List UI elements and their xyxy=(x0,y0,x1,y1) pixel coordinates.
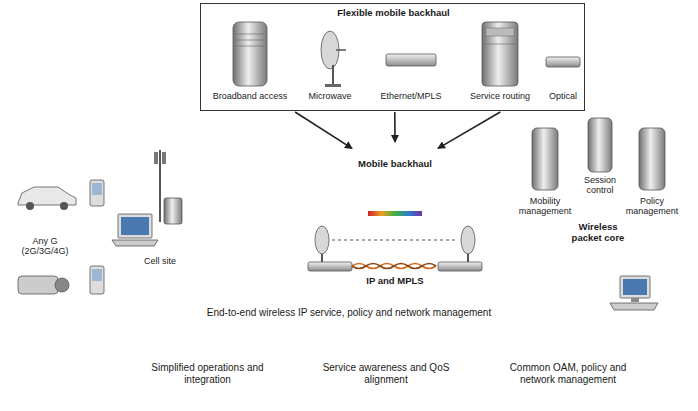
label-slot: Policy management xyxy=(621,196,683,217)
label-slot: Session control xyxy=(575,175,625,196)
icon-label: Optical xyxy=(543,91,583,101)
text-slot: Simplified operations and integration xyxy=(130,362,285,385)
icon-label: Session control xyxy=(575,175,625,196)
node-title: Mobile backhaul xyxy=(325,159,465,170)
arrow-connector xyxy=(295,112,352,148)
label-slot: Service routing xyxy=(460,91,540,101)
double-arrow-band: End-to-end wireless IP service, policy a… xyxy=(0,296,698,330)
microwave-dish xyxy=(321,31,346,87)
icon-label: Broadband access xyxy=(205,91,295,101)
node-title: Simplified operations and integration xyxy=(130,362,285,385)
label-slot: Broadband access xyxy=(205,91,295,101)
benefit-box: Service awareness and QoS alignment xyxy=(300,340,472,406)
arrow-connector xyxy=(394,112,396,142)
text-slot: Service awareness and QoS alignment xyxy=(310,362,462,385)
icon-label: Any G (2G/3G/4G) xyxy=(14,236,76,257)
cell-site-tower xyxy=(154,150,182,224)
icon-label: Microwave xyxy=(295,91,365,101)
ethernet-switch xyxy=(386,54,436,66)
node-title: Wireless packet core xyxy=(563,222,633,244)
label-slot: Any G (2G/3G/4G) xyxy=(14,236,76,257)
text-slot: Common OAM, policy and network managemen… xyxy=(492,362,644,385)
network-cloud: Mobile backhaul IP and MPLS xyxy=(285,143,505,303)
arrow-connector xyxy=(438,112,500,148)
icon-label: Service routing xyxy=(460,91,540,101)
label-slot: Cell site xyxy=(135,256,185,266)
label-slot: Mobility management xyxy=(514,196,576,217)
optical-device xyxy=(546,57,580,67)
broadband-cabinet xyxy=(233,22,267,86)
node-title: Common OAM, policy and network managemen… xyxy=(492,362,644,385)
benefit-box: Common OAM, policy and network managemen… xyxy=(482,340,654,406)
node-title: Service awareness and QoS alignment xyxy=(310,362,462,385)
icon-label: Policy management xyxy=(621,196,683,217)
text-slot: Wireless packet core xyxy=(563,222,633,244)
node-title: End-to-end wireless IP service, policy a… xyxy=(100,307,598,319)
text-slot: IP and MPLS xyxy=(335,276,455,287)
service-router xyxy=(482,22,518,86)
label-slot: Microwave xyxy=(295,91,365,101)
icon-label: Cell site xyxy=(135,256,185,266)
benefit-box: Simplified operations and integration xyxy=(120,340,295,406)
label-slot: Optical xyxy=(543,91,583,101)
text-slot: Mobile backhaul xyxy=(325,159,465,170)
backhaul-link xyxy=(308,211,482,271)
icon-label: Mobility management xyxy=(514,196,576,217)
node-title: Flexible mobile backhaul xyxy=(201,8,586,19)
text-slot: End-to-end wireless IP service, policy a… xyxy=(100,307,598,319)
label-slot: Ethernet/MPLS xyxy=(371,91,451,101)
node-text: IP and MPLS xyxy=(335,276,455,287)
text-slot: Flexible mobile backhaul xyxy=(201,8,586,19)
icon-label: Ethernet/MPLS xyxy=(371,91,451,101)
